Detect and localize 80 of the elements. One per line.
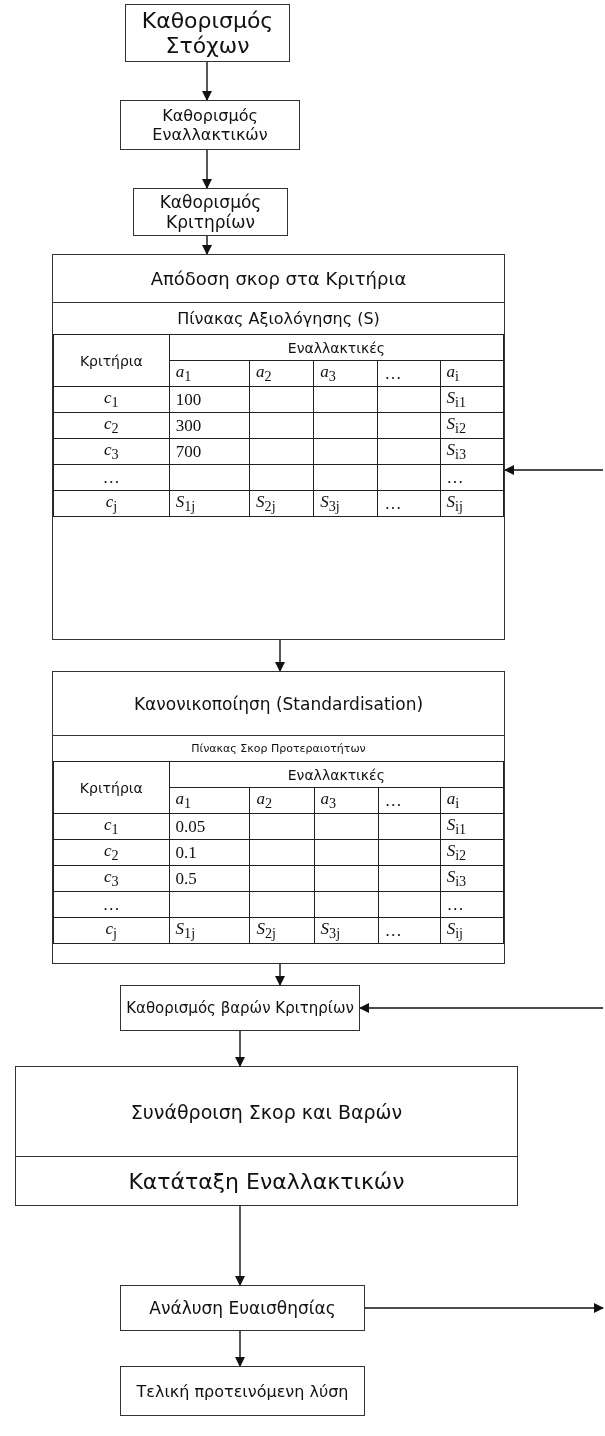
row-header: …: [53, 891, 170, 918]
row-header: c$_{j}$: [53, 490, 170, 517]
table-value: S$_{i3}$: [440, 865, 504, 892]
column-header: …: [378, 787, 441, 814]
column-header: a$_{3}$: [313, 360, 378, 387]
arrow: [364, 1303, 604, 1313]
table-value: S$_{ij}$: [440, 917, 504, 944]
column-header: Κριτήρια: [53, 761, 170, 814]
column-header: Κριτήρια: [53, 334, 170, 387]
arrow: [275, 963, 285, 986]
table-value: S$_{ij}$: [440, 490, 504, 517]
table-value: S$_{3j}$: [313, 490, 378, 517]
arrow: [235, 1205, 245, 1286]
table-value: S$_{i2}$: [440, 412, 504, 439]
table-value: 300: [169, 412, 250, 439]
arrow: [359, 1003, 604, 1013]
table-value: 100: [169, 386, 250, 413]
table-value: 0.5: [169, 865, 250, 892]
process-box: [15, 1066, 518, 1206]
table-value: S$_{i1}$: [440, 813, 504, 840]
step-title: Ανάλυση Ευαισθησίας: [149, 1298, 336, 1318]
row-header: c$_{3}$: [53, 865, 170, 892]
table-title: Πίνακας Αξιολόγησης (S): [177, 309, 380, 328]
row-header: c$_{2}$: [53, 839, 170, 866]
step-title: Καθορισμός Κριτηρίων: [158, 192, 263, 232]
process-box: [120, 100, 300, 150]
column-header: a$_{2}$: [249, 787, 315, 814]
step-title: Κανονικοποίηση (Standardisation): [133, 693, 424, 714]
table-value: S$_{1j}$: [169, 917, 250, 944]
table-value: S$_{i1}$: [440, 386, 504, 413]
arrow: [202, 149, 212, 189]
table-value: …: [378, 917, 441, 944]
table-value: …: [440, 891, 504, 918]
table-value: S$_{2j}$: [249, 490, 314, 517]
step-title: Απόδοση σκορ στα Κριτήρια: [150, 268, 407, 289]
table-value: S$_{i3}$: [440, 438, 504, 465]
row-header: c$_{1}$: [53, 813, 170, 840]
step-title: Καθορισμός Εναλλακτικών: [151, 106, 269, 144]
row-header: c$_{3}$: [53, 438, 170, 465]
process-box: [133, 188, 288, 236]
row-header: …: [53, 464, 170, 491]
step-title: Συνάθροιση Σκορ και Βαρών: [130, 1100, 403, 1123]
row-header: c$_{2}$: [53, 412, 170, 439]
column-header: a$_{1}$: [169, 360, 250, 387]
column-header: Εναλλακτικές: [169, 334, 504, 361]
table-value: S$_{1j}$: [169, 490, 250, 517]
table-value: …: [378, 490, 441, 517]
arrow: [235, 1330, 245, 1367]
process-box: [120, 1366, 365, 1416]
process-panel: [52, 254, 505, 640]
arrow: [235, 1030, 245, 1067]
table-value: S$_{i2}$: [440, 839, 504, 866]
step-title: Κατάταξη Εναλλακτικών: [128, 1167, 405, 1196]
step-title: Καθορισμός Στόχων: [140, 8, 275, 58]
column-header: a$_{2}$: [249, 360, 314, 387]
row-header: c$_{1}$: [53, 386, 170, 413]
arrow: [202, 61, 212, 101]
arrow: [504, 465, 604, 475]
row-header: c$_{j}$: [53, 917, 170, 944]
column-header: Εναλλακτικές: [169, 761, 504, 788]
table-value: …: [440, 464, 504, 491]
table-value: 0.05: [169, 813, 250, 840]
process-box: [125, 4, 290, 62]
arrow: [202, 235, 212, 255]
arrow: [275, 639, 285, 672]
column-header: a$_{3}$: [314, 787, 379, 814]
table-value: 0.1: [169, 839, 250, 866]
table-value: S$_{2j}$: [249, 917, 315, 944]
column-header: …: [378, 360, 441, 387]
column-header: a$_{i}$: [440, 787, 504, 814]
column-header: a$_{i}$: [440, 360, 504, 387]
table-value: 700: [169, 438, 250, 465]
table-title: Πίνακας Σκορ Προτεραιοτήτων: [191, 742, 366, 755]
process-box: [120, 985, 360, 1031]
process-panel: [52, 671, 505, 964]
step-title: Καθορισμός βαρών Κριτηρίων: [126, 999, 354, 1017]
column-header: a$_{1}$: [169, 787, 250, 814]
step-title: Τελική προτεινόμενη λύση: [136, 1381, 349, 1401]
process-box: [120, 1285, 365, 1331]
table-value: S$_{3j}$: [314, 917, 379, 944]
